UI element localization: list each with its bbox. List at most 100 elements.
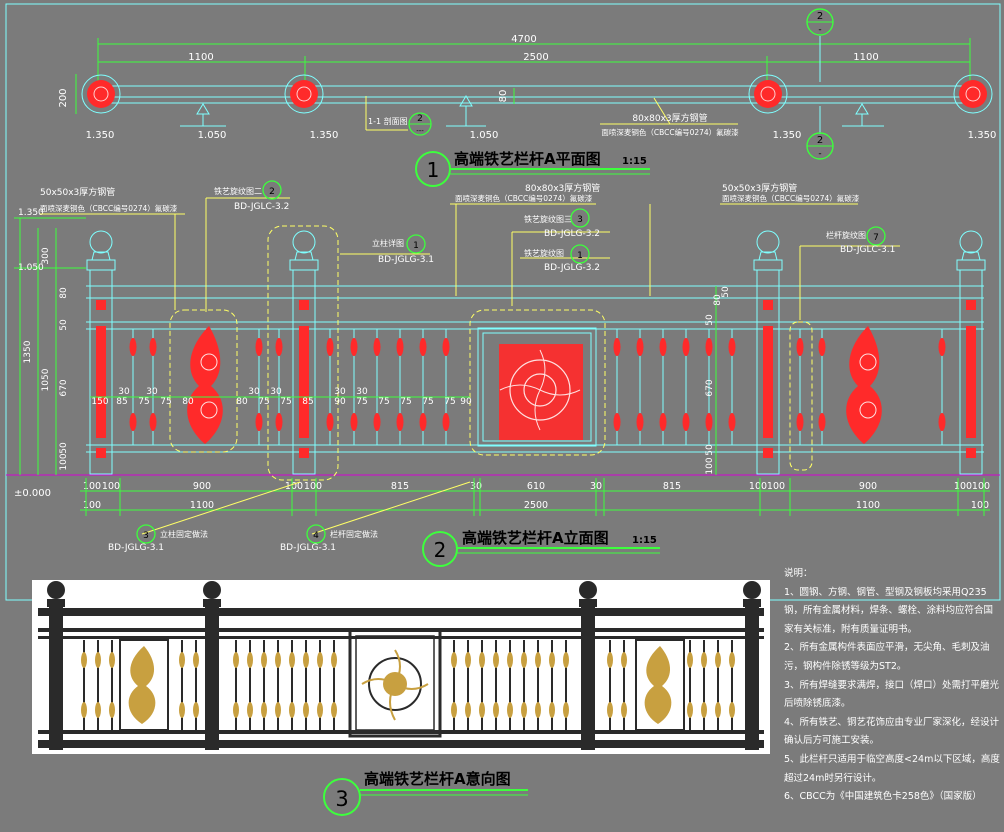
vdim-right-50b: 50 (721, 286, 731, 298)
render-finial-bottom (479, 702, 485, 718)
render-panel-center (348, 628, 442, 738)
elevation-post-3 (753, 230, 783, 475)
render-finial-bottom (535, 702, 541, 718)
render-finial-top (289, 652, 295, 668)
plan-post-4 (953, 74, 993, 114)
baluster-finial-bottom (728, 413, 736, 431)
render-finial-top (521, 652, 527, 668)
baluster-finial-top (613, 338, 621, 356)
left-panel (187, 326, 223, 444)
baluster-finial-bottom (149, 413, 157, 431)
plan-elev-4: 1.050 (470, 130, 499, 141)
post-ornament (299, 326, 309, 438)
center-panel (477, 327, 597, 447)
spacing-mid-a-3: 80 (236, 397, 248, 407)
baluster-finial-bottom (705, 413, 713, 431)
section-mark-bottom-sub: - (818, 149, 821, 159)
baluster-finial-top (373, 338, 381, 356)
bottom-row1-10: 815 (663, 481, 681, 492)
baluster-finial-top (938, 338, 946, 356)
center-callout-box (469, 309, 606, 456)
elevation-view: 1.350 1.050 ±0.000 300 80 50 1350 1050 6… (6, 180, 1000, 567)
post-ornament (96, 326, 106, 438)
plan-paint-note: 面喷深麦铜色（CBCC编号0274）氟碳漆 (601, 127, 739, 137)
render-view: 3 高端铁艺栏杆A意向图 (32, 580, 770, 816)
plan-scale: 1:15 (622, 156, 647, 167)
vdim-left-670: 670 (59, 379, 69, 396)
callout-5-code: BD-JGLC-3.1 (840, 245, 895, 255)
post-shaft (756, 269, 780, 475)
callout-7-code: BD-JGLG-3.1 (280, 543, 336, 553)
callout-2-code: BD-JGLG-3.1 (378, 255, 434, 265)
render-finial-top (549, 652, 555, 668)
bottom-row1-11: 100 (749, 481, 767, 492)
bottom-row2-3: 2500 (524, 500, 548, 511)
render-finial-bottom (303, 702, 309, 718)
post-badge-top (966, 300, 976, 310)
render-finial-top (701, 652, 707, 668)
vdim-right-50c: 50 (705, 444, 715, 456)
callout-6-num: 3 (143, 531, 149, 541)
baluster-finial-bottom (659, 413, 667, 431)
spacing-mid-a-2: 30 (270, 387, 282, 397)
callout-5-num: 7 (873, 233, 879, 243)
vdim-right-80: 80 (713, 294, 723, 306)
render-title-num: 3 (335, 787, 348, 811)
post-shaft (292, 269, 316, 475)
render-finial-bottom (521, 702, 527, 718)
baluster-finial-bottom (350, 413, 358, 431)
baluster-group (129, 329, 946, 445)
baluster-finial-top (129, 338, 137, 356)
center-paint-note: 面喷深麦铜色（CBCC编号0274）氟碳漆 (455, 193, 593, 203)
render-finial-top (275, 652, 281, 668)
render-post-shaft (49, 607, 63, 750)
plan-dim-right: 1100 (853, 52, 878, 63)
left-callout-box (169, 309, 238, 453)
baluster-finial-top (659, 338, 667, 356)
baluster-finial-bottom (938, 413, 946, 431)
render-finial-bottom (109, 702, 115, 718)
render-finial-top (451, 652, 457, 668)
render-center-scroll-h (361, 678, 429, 690)
note-item-2: 2、所有金属构件表面应平滑，无尖角、毛刺及油污，钢构件除锈等级为ST2。 (784, 642, 990, 672)
plan-elev-6: 1.350 (968, 130, 997, 141)
notes-heading: 说明： (784, 568, 813, 579)
note-item-6: 6、CBCC为《中国建筑色卡258色》（国家版） (784, 791, 982, 803)
spacing-mid-b-8: 75 (444, 397, 455, 407)
baluster-finial-top (350, 338, 358, 356)
plan-dim-rail: 80 (498, 90, 509, 103)
render-post-2 (203, 581, 221, 750)
plan-post-3 (748, 74, 788, 114)
baluster-finial-bottom (326, 413, 334, 431)
callout-7-num: 4 (313, 531, 319, 541)
render-post-ball (47, 581, 65, 599)
callout-7-label: 栏杆固定做法 (330, 529, 378, 539)
render-finial-top (247, 652, 253, 668)
callout-4-label: 铁艺旋纹图 (524, 248, 564, 258)
callout-3: 铁艺旋纹图三 3 BD-JGLG-3.2 (524, 208, 600, 239)
post-shaft (959, 269, 983, 475)
callout-4-num: 1 (577, 251, 583, 261)
elevation-post-2 (289, 230, 319, 475)
callout-3-num: 3 (577, 215, 583, 225)
baluster-finial-bottom (275, 413, 283, 431)
post-cap (956, 259, 986, 271)
plan-dim-middle: 2500 (523, 52, 548, 63)
detail-ref-prefix: 1-1 剖面图 (368, 116, 408, 126)
render-finial-bottom (179, 702, 185, 718)
render-railing (38, 581, 764, 750)
render-finial-bottom (289, 702, 295, 718)
section-mark-bottom: 2 - (806, 106, 834, 160)
baluster-finial-top (818, 338, 826, 356)
post-ball (89, 230, 113, 254)
section-mark-top-num: 2 (817, 11, 823, 22)
render-panel-frame (119, 639, 169, 731)
section-mark-bottom-num: 2 (817, 135, 823, 146)
baluster-finial-bottom (396, 413, 404, 431)
render-rail-1 (38, 608, 764, 616)
baluster-finial-top (442, 338, 450, 356)
render-finial-top (465, 652, 471, 668)
bottom-row2-5: 100 (971, 500, 989, 511)
